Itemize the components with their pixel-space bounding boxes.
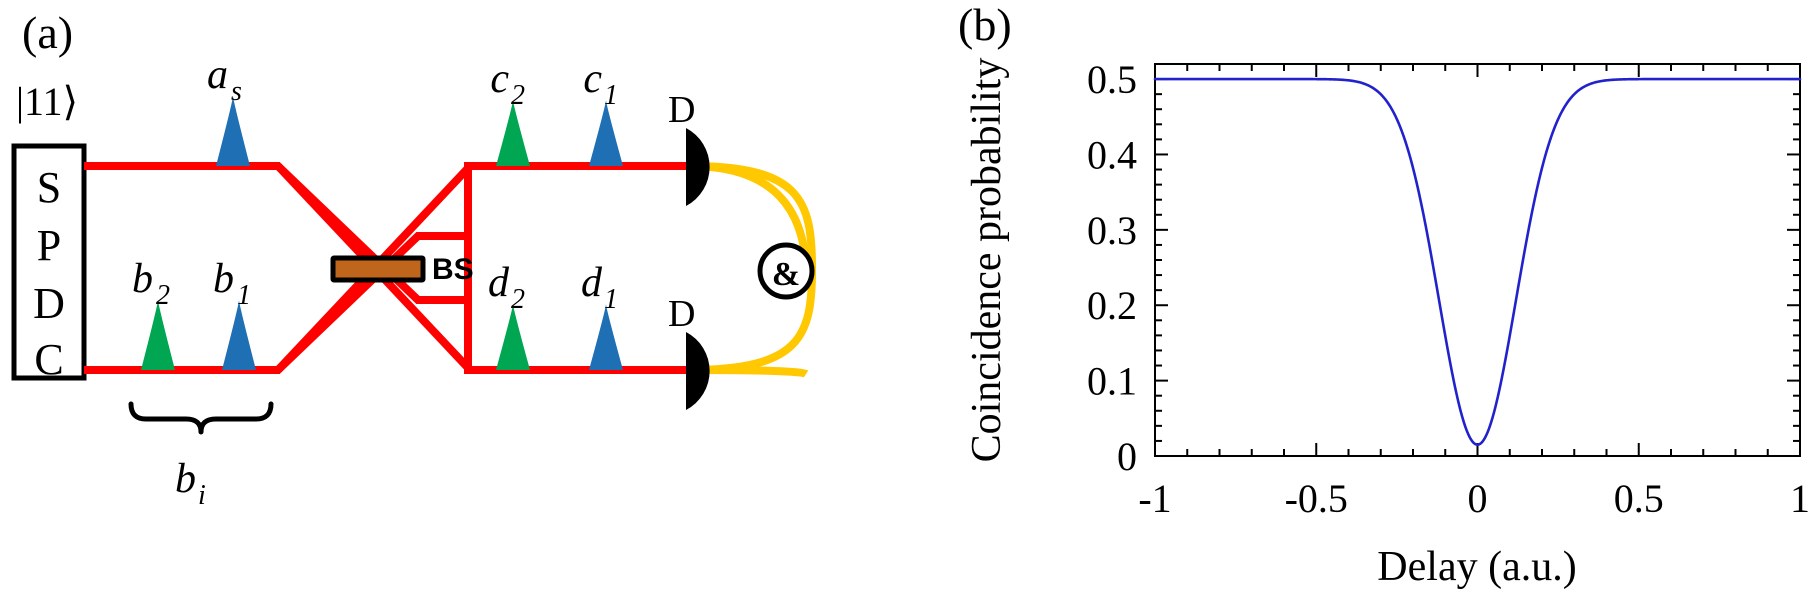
- x-axis-title: Delay (a.u.): [1377, 544, 1576, 590]
- pulse-label-c-2-sub: 2: [511, 80, 525, 111]
- pulse-d-1: d 1: [581, 260, 623, 370]
- pulse-shape-c-1: [589, 100, 623, 166]
- panel-b-label: (b): [958, 0, 1012, 50]
- coincidence-symbol: &: [772, 256, 800, 293]
- pulse-label-d-1-base: d: [581, 260, 603, 306]
- x-tick-label: -0.5: [1285, 476, 1348, 521]
- pulse-label-b-2-base: b: [132, 256, 153, 302]
- pulse-shape-a-s: [216, 96, 250, 166]
- spdc-letter-s: S: [37, 163, 61, 212]
- beam-splitter-label: BS: [432, 253, 474, 286]
- spdc-source-box: [11, 143, 87, 381]
- pulse-a-s: a s: [207, 52, 250, 166]
- pulse-label-a-s-sub: s: [231, 76, 242, 107]
- brace-label-base: b: [175, 456, 196, 502]
- y-tick-label: 0: [1117, 434, 1137, 479]
- beam-seg-upper-right: [468, 162, 692, 170]
- coincidence-circle[interactable]: [757, 242, 815, 300]
- panel-a-label: (a): [22, 7, 73, 58]
- pulse-label-d-2-base: d: [488, 260, 510, 306]
- pulse-label-b-2-sub: 2: [156, 280, 170, 311]
- y-tick-label: 0.4: [1087, 132, 1137, 177]
- beam-seg-upper-left: [84, 162, 280, 170]
- y-tick-label: 0.1: [1087, 359, 1137, 404]
- pulse-label-b-1-base: b: [213, 256, 234, 302]
- spdc-letter-c: C: [34, 335, 63, 384]
- spdc-letter-p: P: [37, 221, 61, 270]
- y-tick-label: 0.2: [1087, 283, 1137, 328]
- pulse-shape-b-2: [141, 300, 175, 370]
- pulse-label-a-s-base: a: [207, 52, 228, 98]
- detector-upper-label: D: [668, 89, 695, 131]
- pulse-shape-d-1: [589, 304, 623, 370]
- y-axis-title: Coincidence probability: [964, 58, 1010, 463]
- hom-dip-curve: [1153, 77, 1802, 446]
- pulse-d-2: d 2: [488, 260, 530, 370]
- pulse-label-c-1-base: c: [583, 56, 602, 102]
- beam-splitter[interactable]: [330, 255, 426, 283]
- plot-frame: [1154, 63, 1801, 457]
- beam-seg-lower-left: [84, 366, 280, 374]
- y-axis-tick-labels: 0 0.1 0.2 0.3 0.4 0.5: [1087, 57, 1137, 479]
- pulse-label-b-1-sub: 1: [237, 280, 251, 311]
- x-axis-tick-labels: -1 -0.5 0 0.5 1: [1138, 476, 1810, 521]
- spdc-letter-d: D: [33, 279, 65, 328]
- pulse-shape-d-2: [496, 304, 530, 370]
- detector-lower-label: D: [668, 293, 695, 335]
- pulse-shape-b-1: [222, 300, 256, 370]
- panel-b: (b) -1 -0.5 0 0.5 1 0 0.1 0.2 0.3 0.4 0.5 Delay (…: [958, 0, 1810, 590]
- beam-seg-lower-right: [468, 366, 692, 374]
- y-tick-label: 0.3: [1087, 208, 1137, 253]
- pulse-label-c-2-base: c: [490, 56, 509, 102]
- pulse-shape-c-2: [496, 100, 530, 166]
- x-tick-label: 0.5: [1614, 476, 1664, 521]
- panel-a: (a) |11⟩ S P D C BS a s: [11, 7, 816, 511]
- y-axis-ticks: [1155, 78, 1800, 457]
- x-tick-label: 1: [1790, 476, 1810, 521]
- pulse-label-c-1-sub: 1: [604, 80, 618, 111]
- pulse-label-d-1-sub: 1: [604, 284, 618, 315]
- pulse-c-1: c 1: [583, 56, 623, 166]
- coincidence-wire-lower-arc: [689, 269, 816, 374]
- y-tick-label: 0.5: [1087, 57, 1137, 102]
- brace-b-i: [128, 401, 274, 435]
- detector-lower[interactable]: [686, 332, 710, 410]
- coincidence-wire-upper-arc: [689, 162, 816, 270]
- brace-label-sub: i: [198, 480, 206, 511]
- x-tick-label: 0: [1468, 476, 1488, 521]
- pulse-b-2: b 2: [132, 256, 175, 370]
- pulse-c-2: c 2: [490, 56, 530, 166]
- pulse-label-d-2-sub: 2: [511, 284, 525, 315]
- x-axis-ticks: [1154, 64, 1801, 456]
- x-tick-label: -1: [1138, 476, 1171, 521]
- detector-upper[interactable]: [686, 128, 710, 206]
- input-state-label: |11⟩: [16, 79, 78, 124]
- pulse-b-1: b 1: [213, 256, 256, 370]
